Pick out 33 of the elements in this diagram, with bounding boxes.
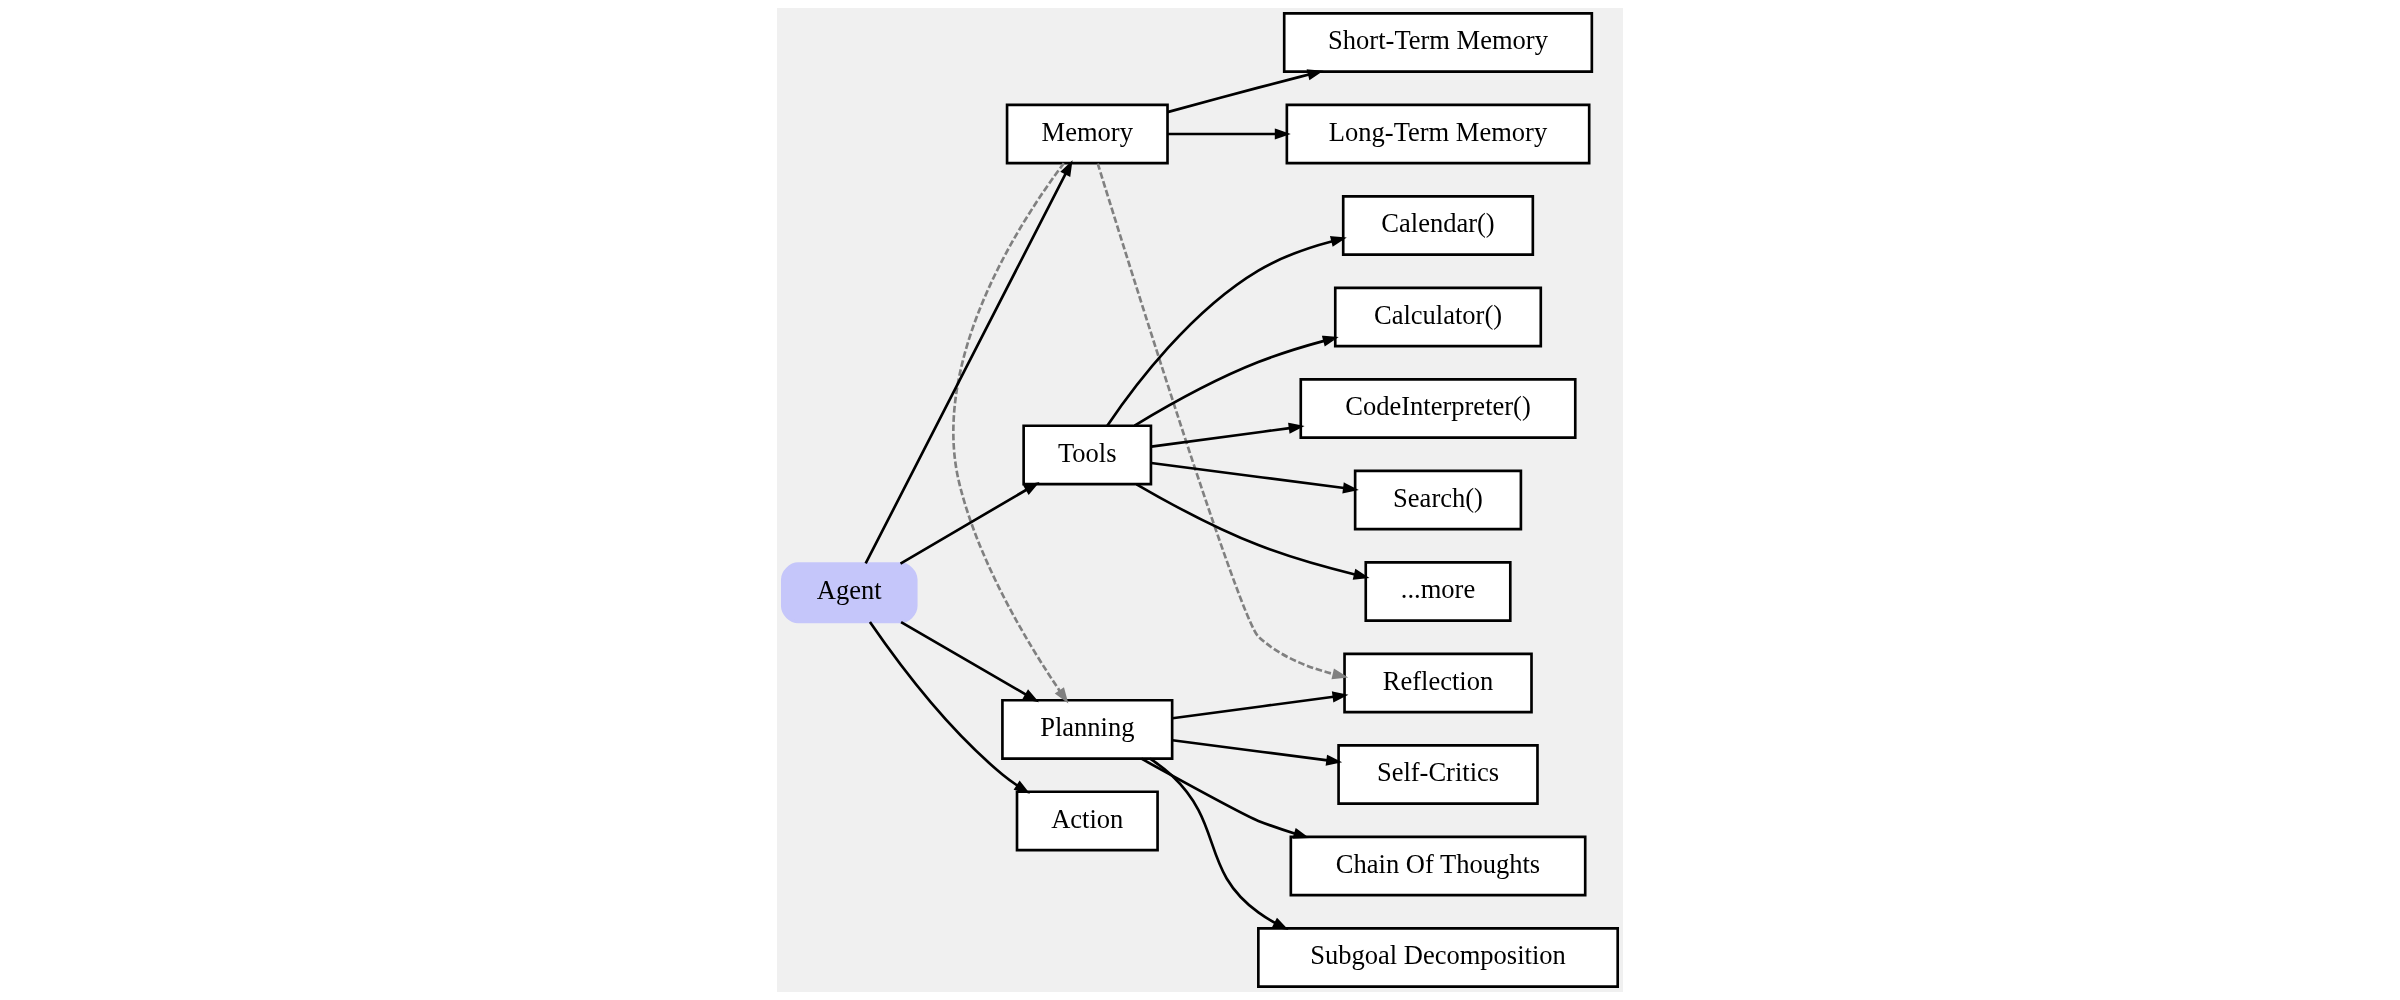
node-box: Short-Term Memory <box>1282 12 1594 74</box>
arrow <box>868 621 1030 794</box>
node-box: Action <box>1015 790 1159 852</box>
node-box: Subgoal Decomposition <box>1257 926 1620 988</box>
arrow <box>1151 461 1359 494</box>
node-box: Long-Term Memory <box>1285 103 1591 165</box>
node-box: Self-Critics <box>1337 744 1539 805</box>
arrow <box>899 482 1040 565</box>
node-box: Tools <box>1022 424 1153 486</box>
arrow <box>1135 483 1370 580</box>
arrow <box>1167 128 1291 140</box>
node-box: Calendar() <box>1341 195 1535 256</box>
arrow <box>1172 738 1343 766</box>
arrow <box>952 162 1069 704</box>
node-box: ...more <box>1364 561 1512 622</box>
arrow <box>1172 691 1349 720</box>
arrow <box>1140 757 1310 839</box>
arrow <box>1149 757 1289 930</box>
node-box: Reflection <box>1343 652 1533 714</box>
arrow <box>1096 163 1349 680</box>
arrow <box>1106 236 1347 427</box>
node-box: Agent <box>780 562 918 624</box>
node-box: Calculator() <box>1333 286 1543 348</box>
arrow <box>1167 69 1324 114</box>
node-box: CodeInterpreter() <box>1299 378 1577 439</box>
node-box: Memory <box>1005 103 1169 165</box>
arrow <box>1133 335 1339 427</box>
node-box: Chain Of Thoughts <box>1289 835 1587 897</box>
arrow <box>864 160 1073 565</box>
arrow <box>1151 422 1305 448</box>
node-box: Planning <box>1001 698 1174 760</box>
arrow <box>900 621 1039 703</box>
node-box: Search() <box>1353 469 1523 531</box>
